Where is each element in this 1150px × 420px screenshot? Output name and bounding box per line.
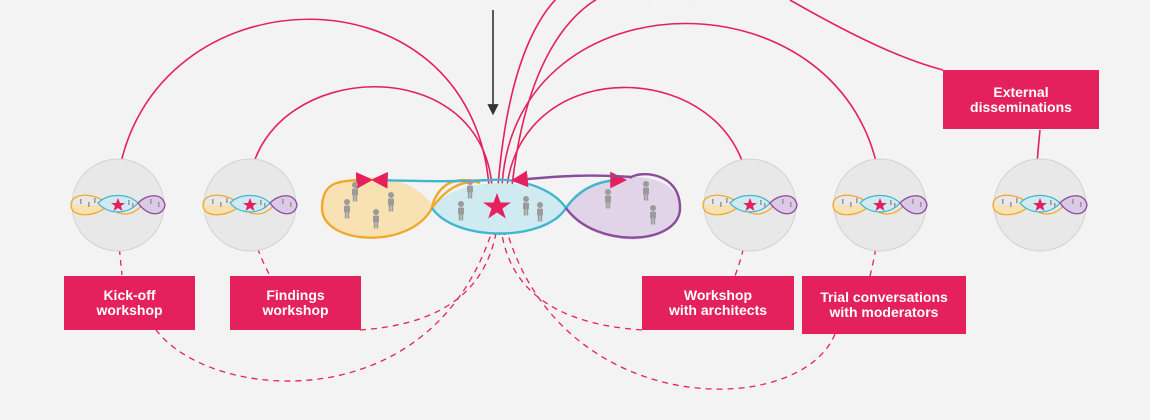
dash-trial-return (503, 225, 836, 390)
mini-loop-external (992, 158, 1088, 252)
arc-external-b (511, 0, 690, 187)
orange-lobe (322, 177, 432, 239)
arc-trial (501, 22, 885, 187)
architects-line2: with architects (668, 302, 768, 318)
purple-loop-line (565, 172, 682, 239)
external-line1: External (993, 83, 1049, 100)
arc-external-c (789, 0, 944, 71)
dash-findings-return (359, 225, 501, 331)
central-loop (320, 170, 682, 240)
arc-kickoff (113, 18, 490, 187)
dash-architects-return (497, 225, 643, 331)
kickoff-line1: Kick-off (103, 287, 156, 303)
kickoff-line2: workshop (96, 302, 163, 318)
purple-top-line (510, 170, 633, 188)
dash-architects-top (734, 215, 749, 277)
blue-left-line (370, 171, 567, 209)
mini-loop-kickoff (70, 158, 166, 252)
arc-findings (245, 85, 493, 187)
feedback-arcs (113, 0, 1042, 192)
findings-line1: Findings (266, 287, 325, 303)
orange-top-arrow (431, 180, 481, 209)
external-line2: disseminations (970, 98, 1072, 115)
mini-loop-findings (202, 158, 298, 252)
mini-loop-architects (702, 158, 798, 252)
orange-loop-line (320, 172, 481, 239)
arc-architects (506, 86, 753, 188)
blue-loop-line (431, 171, 628, 235)
trial-line2: with moderators (829, 304, 939, 320)
architects-line1: Workshop (683, 287, 753, 303)
center-star-icon (483, 193, 511, 219)
mini-loop-trial (832, 158, 928, 252)
trial-line1: Trial conversations (820, 289, 948, 305)
arc-external-a (497, 0, 650, 187)
findings-line2: workshop (262, 302, 329, 318)
